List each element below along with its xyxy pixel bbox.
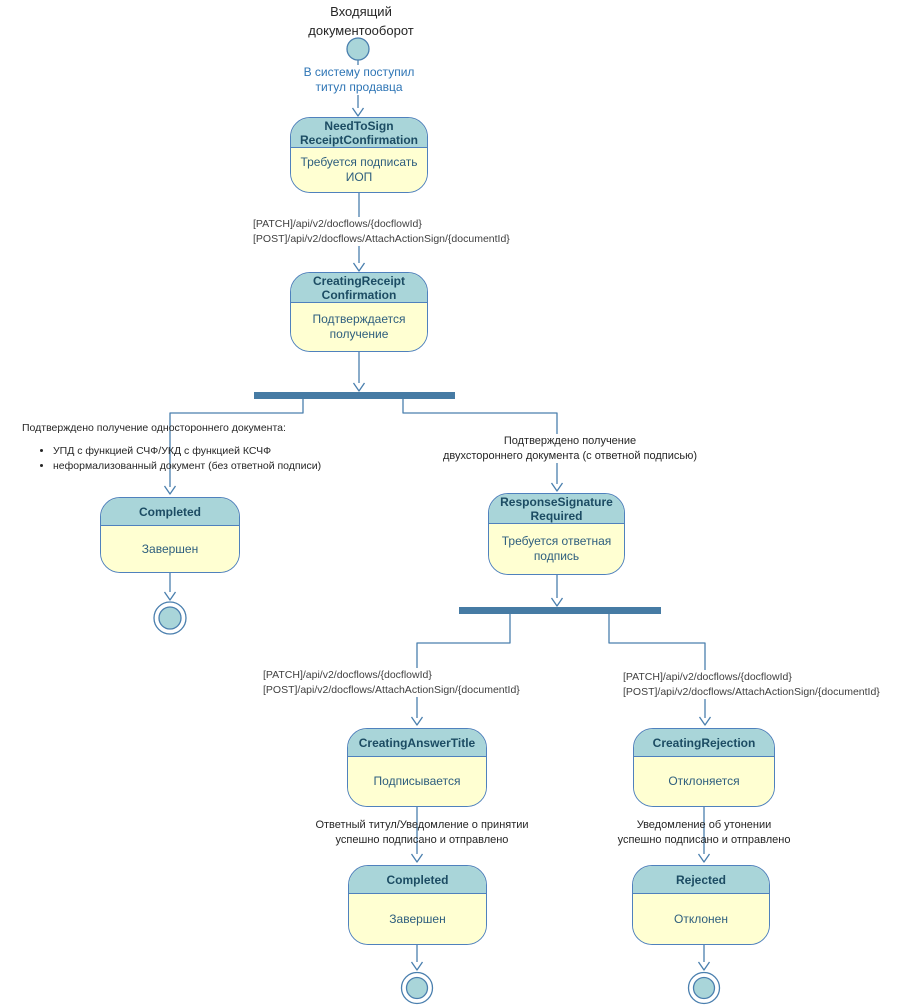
- state-name: Completed: [349, 866, 486, 894]
- fork-bar-2: [459, 607, 661, 614]
- arrowhead: [550, 482, 564, 492]
- state-name: Rejected: [633, 866, 769, 894]
- arrowhead: [410, 716, 424, 726]
- arrowhead: [163, 485, 177, 495]
- initial-event-label: В систему поступил титул продавца: [300, 65, 418, 95]
- rejection-signed-label: Уведомление об утонении успешно подписан…: [617, 819, 791, 846]
- final-node-core: [692, 976, 716, 1000]
- state-name: CreatingRejection: [634, 729, 774, 757]
- arrowhead: [410, 853, 424, 863]
- arrowhead: [163, 591, 177, 601]
- fork-bar-1: [254, 392, 455, 399]
- state-description: Подтверждается получение: [291, 303, 427, 351]
- arrowhead: [351, 107, 365, 117]
- state-completed-bottom: Completed Завершен: [348, 865, 487, 945]
- branch-left-bullet-list: УПД с функцией СЧФ/УКД с функцией КСЧФ н…: [30, 444, 321, 474]
- state-description: Отклоняется: [634, 757, 774, 806]
- arrowhead: [352, 262, 366, 272]
- arrowhead: [698, 716, 712, 726]
- bullet-item: УПД с функцией СЧФ/УКД с функцией КСЧФ: [53, 444, 321, 459]
- state-rejected: Rejected Отклонен: [632, 865, 770, 945]
- arrowhead: [550, 597, 564, 607]
- state-creating-rejection: CreatingRejection Отклоняется: [633, 728, 775, 807]
- final-node-core: [405, 976, 429, 1000]
- state-description: Завершен: [349, 894, 486, 944]
- state-name: NeedToSign ReceiptConfirmation: [291, 118, 427, 148]
- state-creating-answer-title: CreatingAnswerTitle Подписывается: [347, 728, 487, 807]
- arrowhead: [410, 961, 424, 971]
- state-need-to-sign-receipt-confirmation: NeedToSign ReceiptConfirmation Требуется…: [290, 117, 428, 193]
- state-name: Completed: [101, 498, 239, 526]
- branch-right-label: Подтверждено получение двухстороннего до…: [439, 434, 701, 463]
- state-description: Требуется подписать ИОП: [291, 148, 427, 192]
- state-completed-left: Completed Завершен: [100, 497, 240, 573]
- state-name: CreatingReceipt Confirmation: [291, 273, 427, 303]
- api-call-label-top: [PATCH]/api/v2/docflows/{docflowId} [POS…: [250, 217, 513, 246]
- state-creating-receipt-confirmation: CreatingReceipt Confirmation Подтверждае…: [290, 272, 428, 352]
- state-description: Требуется ответная подпись: [489, 524, 624, 574]
- state-name: ResponseSignature Required: [489, 494, 624, 524]
- final-node-core: [158, 606, 182, 630]
- bullet-item: неформализованный документ (без ответной…: [53, 459, 321, 474]
- state-description: Завершен: [101, 526, 239, 572]
- initial-node: [346, 37, 370, 61]
- flow-line: [169, 399, 304, 487]
- arrowhead: [697, 961, 711, 971]
- state-name: CreatingAnswerTitle: [348, 729, 486, 757]
- flow-line: [608, 614, 706, 718]
- state-response-signature-required: ResponseSignature Required Требуется отв…: [488, 493, 625, 575]
- api-call-label-right: [PATCH]/api/v2/docflows/{docflowId} [POS…: [620, 670, 883, 699]
- state-description: Подписывается: [348, 757, 486, 806]
- branch-left-title: Подтверждено получение одностороннего до…: [22, 422, 286, 434]
- answer-signed-label: Ответный титул/Уведомление о принятии ус…: [315, 819, 529, 846]
- state-description: Отклонен: [633, 894, 769, 944]
- arrowhead: [352, 382, 366, 392]
- flow-line: [416, 614, 511, 718]
- arrowhead: [697, 853, 711, 863]
- diagram-title: Входящий документооборот: [308, 4, 414, 38]
- api-call-label-left: [PATCH]/api/v2/docflows/{docflowId} [POS…: [260, 668, 523, 697]
